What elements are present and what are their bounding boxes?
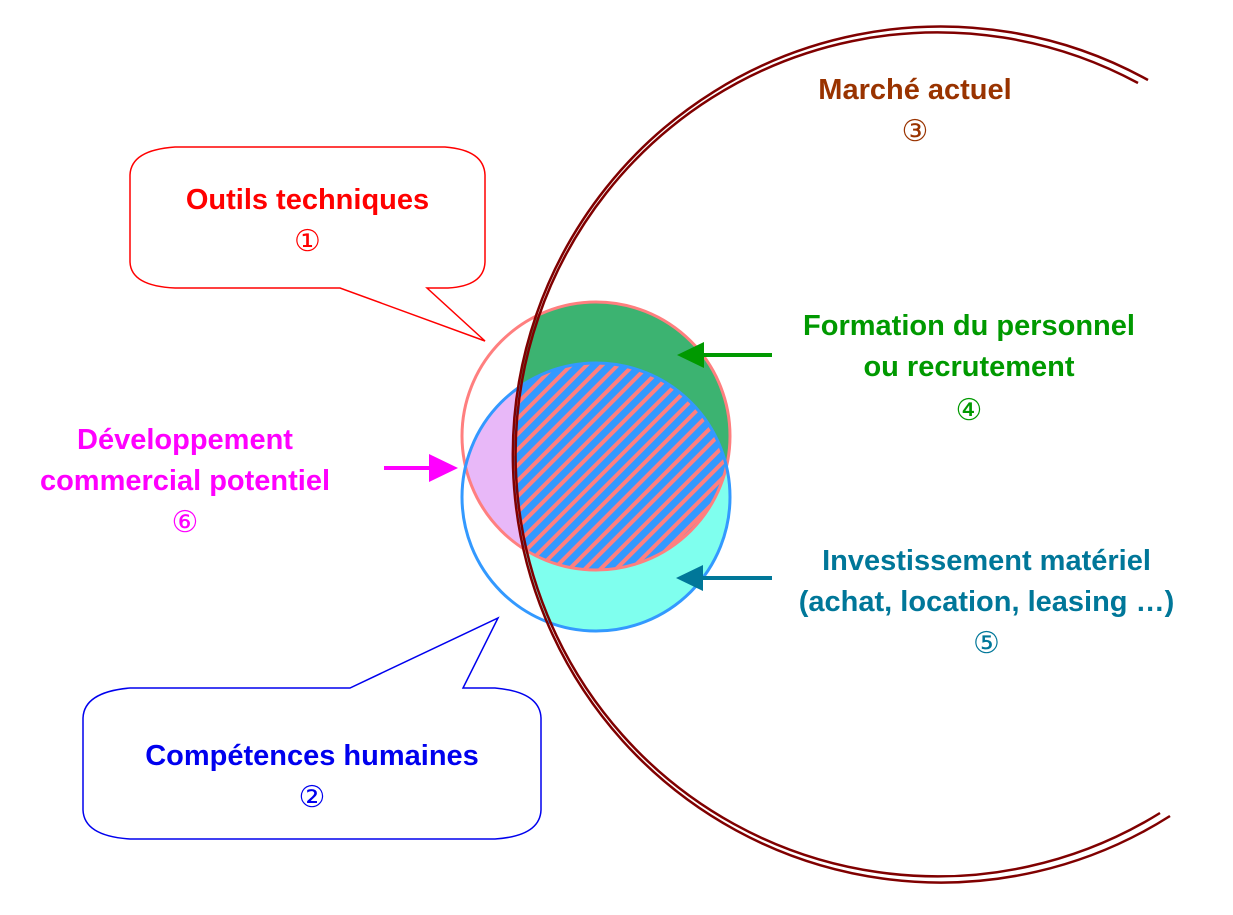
investissement-number: ⑤	[973, 627, 1000, 660]
marche-label: Marché actuel ③	[760, 70, 1070, 152]
developpement-label: Développement commercial potentiel ⑥	[0, 420, 370, 543]
investissement-label: Investissement matériel (achat, location…	[740, 541, 1233, 664]
formation-label: Formation du personnel ou recrutement ④	[750, 306, 1188, 431]
outils-label-text: Outils techniques	[185, 184, 430, 216]
formation-number: ④	[955, 394, 983, 427]
outils-bubble	[129, 146, 486, 342]
outils-label: Outils techniques ①	[130, 180, 485, 262]
formation-arrow	[677, 342, 772, 368]
developpement-number: ⑥	[171, 506, 199, 539]
investissement-arrow	[676, 565, 772, 591]
investissement-label-line1: Investissement matériel	[822, 545, 1151, 577]
competences-number: ②	[298, 781, 326, 814]
developpement-arrow	[384, 454, 458, 482]
marche-number: ③	[901, 115, 929, 148]
market-arc	[511, 25, 1171, 884]
formation-label-line2: ou recrutement	[863, 351, 1075, 383]
competences-circle	[460, 361, 732, 633]
marche-label-text: Marché actuel	[818, 74, 1012, 106]
formation-label-line1: Formation du personnel	[803, 310, 1135, 342]
competences-label-text: Compétences humaines	[145, 740, 479, 772]
competences-bubble	[82, 616, 542, 840]
outils-number: ①	[294, 225, 321, 258]
investissement-label-line2: (achat, location, leasing …)	[798, 586, 1175, 618]
outils-circle	[460, 300, 732, 572]
developpement-label-line1: Développement	[77, 424, 293, 456]
developpement-label-line2: commercial potentiel	[39, 465, 331, 497]
competences-label: Compétences humaines ②	[83, 736, 541, 818]
